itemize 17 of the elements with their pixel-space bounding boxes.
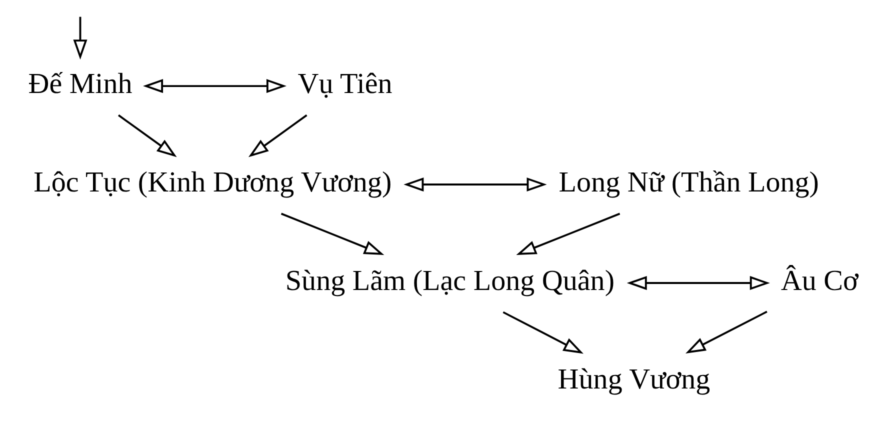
node-text: Vụ Tiên <box>298 68 392 100</box>
node-text: Lộc Tục (Kinh Dương Vương) <box>34 166 392 199</box>
arrow <box>404 178 547 192</box>
arrow <box>248 114 308 158</box>
arrow <box>118 114 177 158</box>
node-text: Đế Minh <box>28 68 132 100</box>
node-text: Sùng Lãm (Lạc Long Quân) <box>285 265 615 298</box>
node-text: Long Nữ (Thần Long) <box>558 166 819 199</box>
arrow <box>626 276 770 290</box>
arrow <box>502 311 584 354</box>
node-text: Âu Cơ <box>780 265 858 298</box>
arrow <box>143 79 286 94</box>
arrow <box>280 212 384 255</box>
arrow <box>516 212 620 255</box>
arrow <box>73 16 88 60</box>
arrow <box>686 310 768 354</box>
node-text: Hùng Vương <box>558 364 710 396</box>
